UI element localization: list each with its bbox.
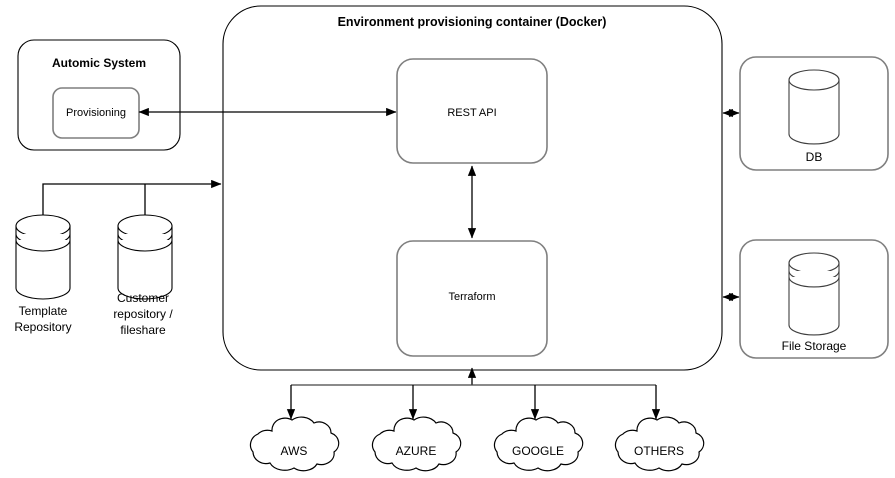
provisioning-label: Provisioning [66, 107, 126, 119]
automic-system-box: Automic System Provisioning [17, 39, 181, 151]
cloud-aws[interactable]: AWS [249, 416, 340, 472]
customer-repository-label-line3: fileshare [120, 323, 166, 337]
cloud-others-shape [614, 416, 705, 472]
cloud-google[interactable]: GOOGLE [493, 416, 584, 472]
template-repository-label-line1: Template [19, 304, 68, 318]
cloud-aws-label: AWS [281, 444, 308, 458]
customer-repository-cylinder-top [117, 214, 173, 238]
cloud-distribution-connector [286, 367, 661, 420]
terraform-box[interactable]: Terraform [396, 240, 548, 357]
cloud-azure[interactable]: AZURE [371, 416, 462, 472]
file-storage-label: File Storage [782, 339, 847, 353]
cloud-aws-shape [249, 416, 340, 472]
template-repository-cylinder-top [15, 214, 71, 238]
automic-system-title: Automic System [52, 56, 146, 70]
db-storage-node[interactable]: DB [739, 56, 889, 171]
customer-repository-label-line1: Customer [117, 291, 169, 305]
rest-api-outline [396, 58, 548, 164]
template-repository-label-line2: Repository [14, 320, 71, 334]
customer-repository-disc-line-2 [117, 239, 173, 252]
cloud-azure-shape [371, 416, 462, 472]
terraform-label: Terraform [448, 291, 495, 303]
file-storage-node[interactable]: File Storage [739, 239, 889, 359]
db-cylinder-top [788, 69, 840, 91]
file-storage-disc-line-2 [788, 276, 840, 288]
cloud-others-label: OTHERS [634, 444, 684, 458]
cloud-others[interactable]: OTHERS [614, 416, 705, 472]
rest-api-box[interactable]: REST API [396, 58, 548, 164]
db-cylinder-body [788, 80, 840, 145]
cloud-google-label: GOOGLE [512, 444, 564, 458]
cloud-azure-label: AZURE [396, 444, 437, 458]
template-repo-connector [42, 179, 222, 215]
db-label: DB [806, 150, 823, 164]
rest-api-label: REST API [447, 107, 496, 119]
template-repository-node[interactable]: Template Repository [14, 214, 72, 334]
repository-feeder-connector [42, 179, 222, 215]
customer-repository-label-line2: repository / [113, 307, 173, 321]
cloud-google-shape [493, 416, 584, 472]
template-repository-disc-line-2 [15, 239, 71, 252]
container-title: Environment provisioning container (Dock… [338, 15, 607, 29]
customer-repository-node[interactable]: Customer repository / fileshare [113, 214, 173, 337]
terraform-outline [396, 240, 548, 357]
file-storage-cylinder-top [788, 252, 840, 274]
